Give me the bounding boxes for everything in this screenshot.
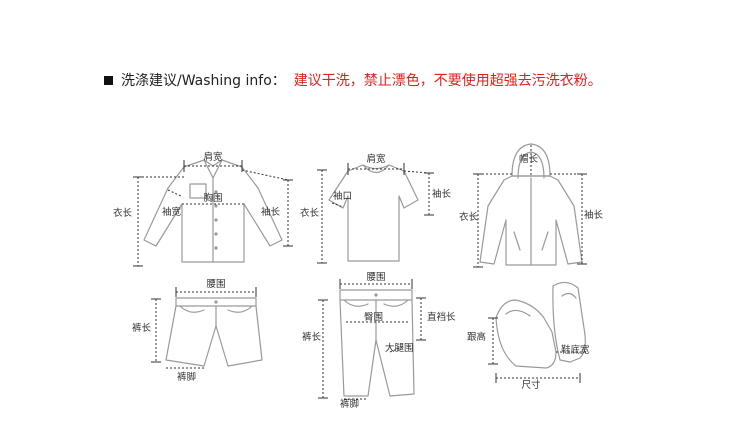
washing-info-note: 建议干洗，禁止漂色，不要使用超强去污洗衣粉。 bbox=[293, 73, 602, 89]
tshirt-figure bbox=[328, 164, 419, 262]
shirt-shoulder-label: 肩宽 bbox=[203, 151, 223, 163]
washing-info-header: 洗涤建议/Washing info： 建议干洗，禁止漂色，不要使用超强去污洗衣粉… bbox=[104, 70, 602, 90]
pants-length-dimension bbox=[318, 299, 328, 399]
shoe-figure bbox=[495, 281, 586, 369]
pants-hip-label: 臀围 bbox=[364, 312, 383, 323]
shirt-sleeve-label: 袖长 bbox=[261, 206, 281, 218]
hoodie-length-dimension bbox=[473, 173, 512, 268]
shirt-chest-label: 胸围 bbox=[203, 192, 222, 204]
shorts-waist-dimension bbox=[175, 287, 257, 297]
shirt-sleeve-width-label: 袖宽 bbox=[162, 206, 182, 218]
tshirt-length-dimension bbox=[317, 169, 327, 264]
shirt-length-dimension bbox=[133, 176, 184, 267]
hoodie-hat-label: 帽长 bbox=[519, 153, 539, 165]
tshirt-cuff-label: 袖口 bbox=[333, 190, 352, 202]
pants-length-label: 裤长 bbox=[302, 331, 322, 343]
hoodie-sleeve-dimension bbox=[550, 173, 587, 265]
shirt-sleeve-dimension bbox=[241, 169, 293, 247]
shorts-length-label: 裤长 bbox=[132, 322, 152, 334]
pants-figure bbox=[339, 289, 415, 397]
pants-waist-dimension bbox=[339, 279, 413, 289]
washing-info-label: 洗涤建议/Washing info： bbox=[121, 73, 286, 89]
tshirt-sleeve-label: 袖长 bbox=[432, 188, 452, 200]
tshirt-sleeve-dimension bbox=[403, 170, 434, 216]
square-bullet-icon bbox=[104, 75, 113, 85]
pants-rise-label: 直裆长 bbox=[427, 311, 456, 323]
tshirt-shoulder-dimension bbox=[347, 163, 405, 175]
shirt-sleeve-width-dimension bbox=[167, 189, 182, 197]
shorts-figure bbox=[165, 297, 263, 367]
shirt-figure bbox=[143, 159, 283, 263]
shoe-size-dimension bbox=[495, 373, 581, 383]
hoodie-figure bbox=[479, 143, 583, 266]
shirt-length-label: 衣长 bbox=[113, 207, 133, 219]
shorts-length-dimension bbox=[151, 298, 161, 363]
tshirt-length-label: 衣长 bbox=[300, 207, 320, 219]
pants-rise-dimension bbox=[416, 297, 426, 341]
shoe-heel-dimension bbox=[488, 317, 498, 365]
pants-thigh-label: 大腿围 bbox=[385, 342, 414, 354]
tshirt-cuff-dimension bbox=[331, 202, 344, 208]
shorts-waist-label: 腰围 bbox=[206, 279, 225, 290]
pants-hem-label: 裤脚 bbox=[340, 398, 359, 410]
hoodie-length-label: 衣长 bbox=[459, 211, 479, 223]
pants-waist-label: 腰围 bbox=[366, 272, 385, 283]
shoe-heel-label: 跟高 bbox=[467, 331, 486, 343]
shorts-hem-label: 裤脚 bbox=[177, 371, 196, 383]
tshirt-shoulder-label: 肩宽 bbox=[366, 153, 386, 165]
pants-thigh-dimension bbox=[389, 345, 405, 353]
hoodie-sleeve-label: 袖长 bbox=[584, 209, 604, 221]
shoe-size-label: 尺寸 bbox=[521, 379, 541, 391]
shoe-sole-width-label: 鞋底宽 bbox=[561, 344, 590, 356]
